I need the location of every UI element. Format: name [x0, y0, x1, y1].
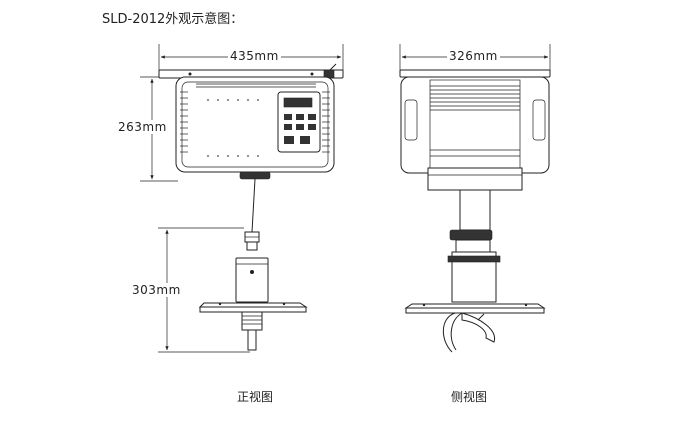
- front-view-caption: 正视图: [237, 390, 274, 404]
- side-view: [399, 44, 551, 353]
- side-width-label: 326mm: [447, 49, 500, 63]
- side-housing: [400, 76, 550, 174]
- figure-title: SLD-2012外观示意图：: [102, 12, 244, 27]
- display-window: [283, 97, 313, 108]
- front-view: [140, 44, 344, 353]
- side-view-caption: 侧视图: [451, 390, 488, 404]
- lower-body: [235, 257, 269, 303]
- front-drop-label: 303mm: [130, 283, 183, 297]
- bottom-connector: [239, 171, 271, 180]
- front-width-label: 435mm: [228, 49, 281, 63]
- front-height-label: 263mm: [116, 120, 169, 134]
